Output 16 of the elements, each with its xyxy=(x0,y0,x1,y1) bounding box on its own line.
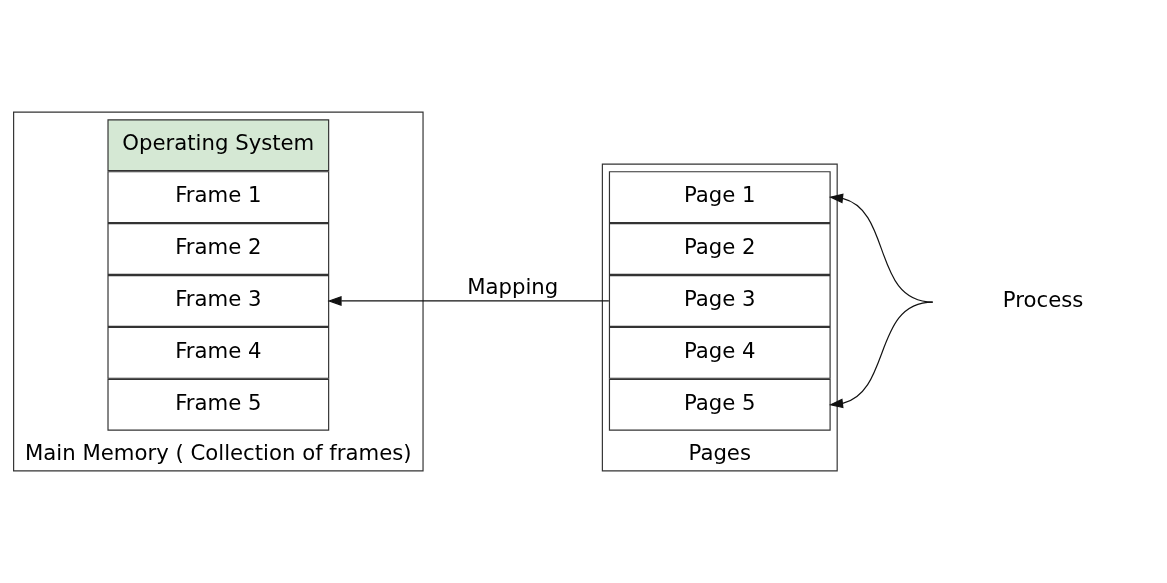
node-box: Page 2 xyxy=(608,223,831,275)
edge-label: Mapping xyxy=(467,274,559,300)
node-box: Page 5 xyxy=(608,378,831,431)
node-box: Page 1 xyxy=(608,171,831,224)
node-text: Process xyxy=(1002,287,1084,313)
node-box: Frame 3 xyxy=(107,275,330,327)
node-box: Page 3 xyxy=(608,275,831,327)
node-box: Frame 4 xyxy=(107,326,330,379)
node-box: Frame 1 xyxy=(107,171,330,224)
node-box: Frame 5 xyxy=(107,378,330,431)
arrow xyxy=(828,301,934,409)
node-box: Page 4 xyxy=(608,326,831,379)
arrow xyxy=(828,193,934,303)
arrow xyxy=(327,295,610,306)
node-box: Frame 2 xyxy=(107,223,330,275)
node-box: Operating System xyxy=(107,119,330,172)
